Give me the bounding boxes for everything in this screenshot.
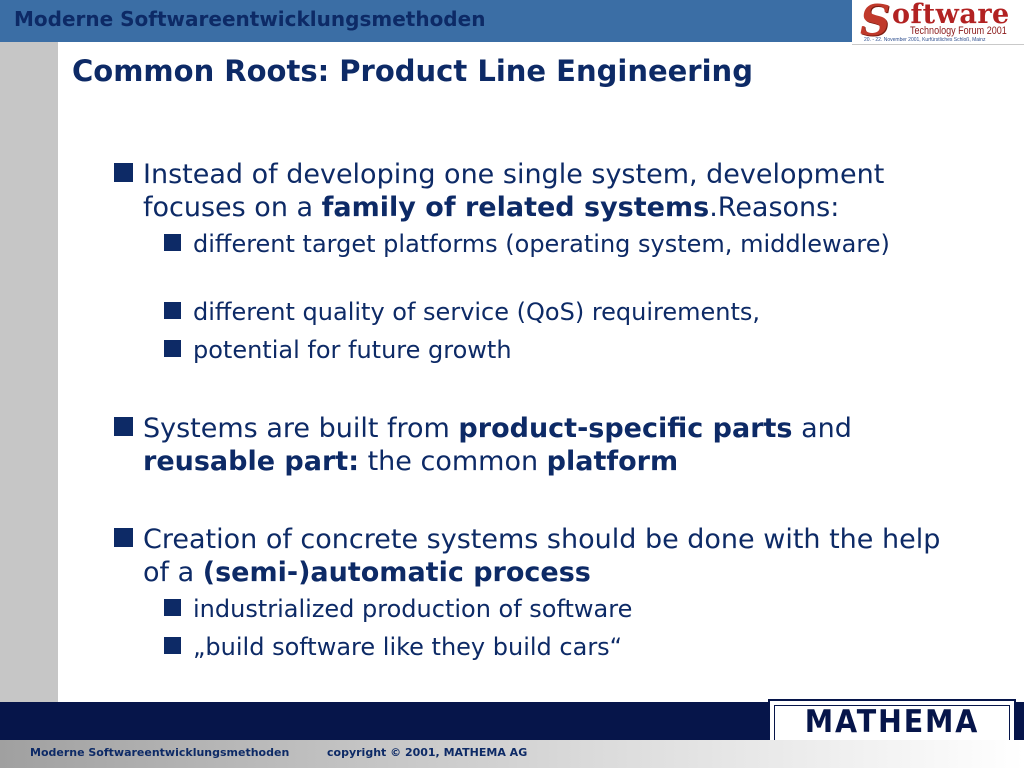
square-bullet-icon <box>164 637 181 654</box>
bullet-creation-process: Creation of concrete systems should be d… <box>114 523 964 589</box>
bullet-text-part: and <box>792 413 852 444</box>
square-bullet-icon <box>114 528 133 547</box>
bullet-text-part: Instead of developing one single system,… <box>143 159 885 223</box>
footer: Moderne Softwareentwicklungsmethoden cop… <box>0 740 1024 768</box>
bullet-text: Instead of developing one single system,… <box>114 158 964 224</box>
sub-bullet-qos: different quality of service (QoS) requi… <box>164 297 964 328</box>
sub-bullet-text: industrialized production of software <box>193 595 633 623</box>
bullet-family-of-systems: Instead of developing one single system,… <box>114 158 964 224</box>
footer-course-title: Moderne Softwareentwicklungsmethoden <box>30 746 290 759</box>
software-technology-forum-logo: S oftware Technology Forum 2001 20. - 22… <box>852 0 1024 45</box>
bullet-text-part: .Reasons: <box>709 192 840 223</box>
footer-copyright: copyright © 2001, MATHEMA AG <box>327 746 528 759</box>
sub-bullet-cars: „build software like they build cars“ <box>164 632 964 663</box>
square-bullet-icon <box>164 302 181 319</box>
square-bullet-icon <box>114 417 133 436</box>
sub-bullet-platforms: different target platforms (operating sy… <box>164 229 964 260</box>
square-bullet-icon <box>164 234 181 251</box>
square-bullet-icon <box>164 340 181 357</box>
sub-bullet-growth: potential for future growth <box>164 335 964 366</box>
slide-title: Common Roots: Product Line Engineering <box>72 54 753 88</box>
bullet-systems-built-from: Systems are built from product-specific … <box>114 412 964 478</box>
mathema-logo-text: MATHEMA <box>804 704 980 740</box>
bullet-text: Creation of concrete systems should be d… <box>114 523 964 589</box>
sub-bullet-text: different quality of service (QoS) requi… <box>193 298 761 326</box>
logo-subtitle: Technology Forum 2001 <box>910 25 1007 37</box>
sub-bullet-industrialized: industrialized production of software <box>164 594 964 625</box>
logo-word: oftware <box>892 0 1010 30</box>
bullet-emphasis: platform <box>546 446 679 477</box>
bullet-text: Systems are built from product-specific … <box>114 412 964 478</box>
left-rail <box>0 42 58 702</box>
bullet-text-part: Creation of concrete systems should be d… <box>143 524 941 588</box>
sub-bullet-text: potential for future growth <box>193 336 512 364</box>
square-bullet-icon <box>114 163 133 182</box>
logo-fineprint: 20. - 22. November 2001, Kurfürstliches … <box>864 37 986 43</box>
header-bar: Moderne Softwareentwicklungsmethoden <box>0 0 852 42</box>
logo-s-mark: S <box>860 0 891 45</box>
bullet-emphasis: product-specific parts <box>458 413 793 444</box>
bullet-text-part: the common <box>359 446 547 477</box>
bullet-text-part: Systems are built from <box>143 413 459 444</box>
bullet-emphasis: (semi-)automatic process <box>202 557 591 588</box>
sub-bullet-text: different target platforms (operating sy… <box>193 230 890 258</box>
bullet-emphasis: reusable part: <box>143 446 359 477</box>
bullet-emphasis: family of related systems <box>321 192 710 223</box>
header-title: Moderne Softwareentwicklungsmethoden <box>14 7 486 31</box>
sub-bullet-text: „build software like they build cars“ <box>193 633 623 661</box>
square-bullet-icon <box>164 599 181 616</box>
